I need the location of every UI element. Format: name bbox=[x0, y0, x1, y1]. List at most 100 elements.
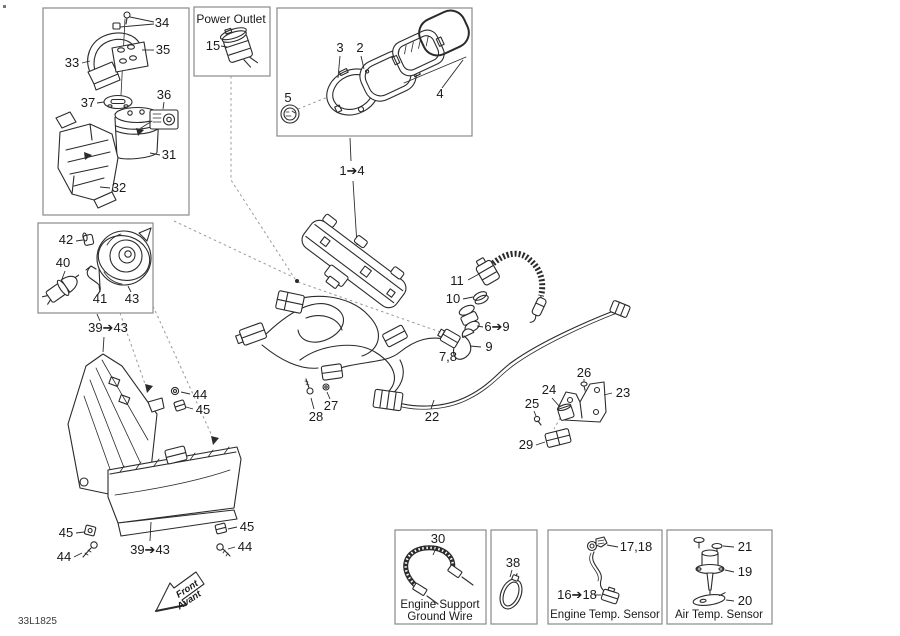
sensor-connector-16-18 bbox=[600, 586, 620, 605]
ground-wire-caption-2: Ground Wire bbox=[407, 611, 472, 623]
callout-16-18: 16➔18 bbox=[557, 587, 597, 602]
callout-30: 30 bbox=[431, 531, 445, 546]
callout-44-left: 44 bbox=[57, 549, 71, 564]
nut-45-right bbox=[214, 522, 228, 535]
callout-37: 37 bbox=[81, 95, 95, 110]
callout-2: 2 bbox=[356, 40, 363, 55]
housing-32 bbox=[55, 111, 119, 209]
wire-22 bbox=[385, 309, 617, 407]
assembled-gauge-cluster: 1➔4 bbox=[301, 137, 407, 309]
nut-45-left bbox=[83, 524, 97, 537]
info-card-36 bbox=[136, 109, 179, 136]
callout-36: 36 bbox=[157, 87, 171, 102]
cap-37 bbox=[103, 94, 133, 110]
callout-23: 23 bbox=[616, 385, 630, 400]
callout-6-9: 6➔9 bbox=[484, 319, 509, 334]
engine-temp-sensor-assembly: 17,18 16➔18 Engine Temp. Sensor bbox=[550, 536, 660, 621]
connector-7-8 bbox=[437, 328, 461, 349]
harness-connector bbox=[320, 363, 344, 381]
gauge-housing bbox=[391, 29, 445, 77]
wire-22-connector bbox=[609, 300, 631, 318]
callout-9: 9 bbox=[485, 339, 492, 354]
ring-10 bbox=[472, 291, 489, 305]
callout-10: 10 bbox=[446, 291, 460, 306]
callout-26: 26 bbox=[577, 365, 591, 380]
guide-dot bbox=[295, 279, 299, 283]
tether-cap-11 bbox=[475, 257, 500, 286]
power-outlet-15 bbox=[219, 27, 259, 68]
callout-1-4: 1➔4 bbox=[339, 163, 364, 178]
scan-artifact bbox=[3, 5, 6, 8]
callout-45-left: 45 bbox=[59, 525, 73, 540]
headlight-assembly: 44 45 45 44 45 44 39➔43 bbox=[57, 353, 254, 564]
reflector-43 bbox=[96, 227, 152, 286]
bracket-20 bbox=[692, 592, 726, 606]
socket-42 bbox=[82, 232, 95, 246]
bracket-33 bbox=[87, 32, 149, 91]
callout-35: 35 bbox=[156, 42, 170, 57]
sensor-tip-17-18 bbox=[586, 536, 608, 552]
callout-44-upper: 44 bbox=[193, 387, 207, 402]
callout-38: 38 bbox=[506, 555, 520, 570]
tether-switch-assembly: 11 10 6➔9 9 7,8 bbox=[437, 250, 547, 364]
callout-27: 27 bbox=[324, 398, 338, 413]
headlight-lens bbox=[107, 445, 242, 537]
gauge-cluster-exploded: 3 2 5 4 bbox=[280, 9, 470, 124]
screw-26 bbox=[580, 381, 588, 391]
callout-33: 33 bbox=[65, 55, 79, 70]
screw-28 bbox=[304, 378, 314, 395]
damper-29 bbox=[544, 428, 572, 448]
box-clamp bbox=[490, 529, 538, 625]
sensor-wire bbox=[592, 551, 606, 593]
box-ground-wire bbox=[394, 529, 487, 625]
tether-end-hook bbox=[529, 297, 547, 323]
callout-4: 4 bbox=[436, 86, 443, 101]
switch-stack-6-9 bbox=[458, 304, 480, 339]
harness-connector bbox=[275, 290, 305, 314]
callout-15: 15 bbox=[206, 38, 220, 53]
harness-connector bbox=[382, 324, 408, 348]
engine-temp-caption: Engine Temp. Sensor bbox=[550, 609, 660, 621]
box-engine-temp-sensor bbox=[547, 529, 663, 625]
tether-coil-cord bbox=[487, 250, 546, 297]
spring-clip-41 bbox=[85, 265, 101, 295]
callout-42: 42 bbox=[59, 232, 73, 247]
callout-32: 32 bbox=[112, 180, 126, 195]
callout-24: 24 bbox=[542, 382, 556, 397]
callout-3: 3 bbox=[336, 40, 343, 55]
bulb-40 bbox=[41, 274, 80, 305]
callout-34: 34 bbox=[155, 15, 169, 30]
callout-41: 41 bbox=[93, 291, 107, 306]
nut-45-upper bbox=[173, 399, 187, 412]
washer-27 bbox=[322, 383, 330, 391]
box-air-temp-sensor bbox=[666, 529, 773, 625]
callout-39-43-upper: 39➔43 bbox=[88, 320, 128, 335]
clamp-assembly: 38 bbox=[499, 555, 523, 610]
callout-45-upper: 45 bbox=[196, 402, 210, 417]
callout-31: 31 bbox=[162, 147, 176, 162]
pointer-arrowhead bbox=[145, 384, 153, 393]
rivets-21 bbox=[693, 536, 723, 554]
callout-25: 25 bbox=[525, 396, 539, 411]
air-temp-caption: Air Temp. Sensor bbox=[675, 609, 763, 621]
callout-7-8: 7,8 bbox=[439, 349, 457, 364]
callout-45-right: 45 bbox=[240, 519, 254, 534]
screw-44-left bbox=[82, 541, 98, 558]
cord-9 bbox=[453, 335, 472, 360]
callout-19: 19 bbox=[738, 564, 752, 579]
harness-connector bbox=[372, 388, 404, 412]
ground-wire-caption-1: Engine Support bbox=[400, 599, 480, 611]
wiring-harness: 27 28 22 bbox=[235, 290, 631, 424]
sensor-body-19 bbox=[695, 549, 725, 595]
harness-connector bbox=[235, 322, 267, 346]
power-outlet-title: Power Outlet bbox=[196, 12, 266, 26]
diagram-part-code: 33L1825 bbox=[18, 616, 57, 627]
clamp-38 bbox=[499, 573, 523, 610]
box-power-outlet bbox=[193, 6, 271, 77]
spacer-24 bbox=[556, 403, 575, 421]
callout-44-right: 44 bbox=[238, 539, 252, 554]
headlamp-bulb-assembly: 42 40 41 43 39➔43 bbox=[41, 227, 152, 353]
callout-43: 43 bbox=[125, 291, 139, 306]
